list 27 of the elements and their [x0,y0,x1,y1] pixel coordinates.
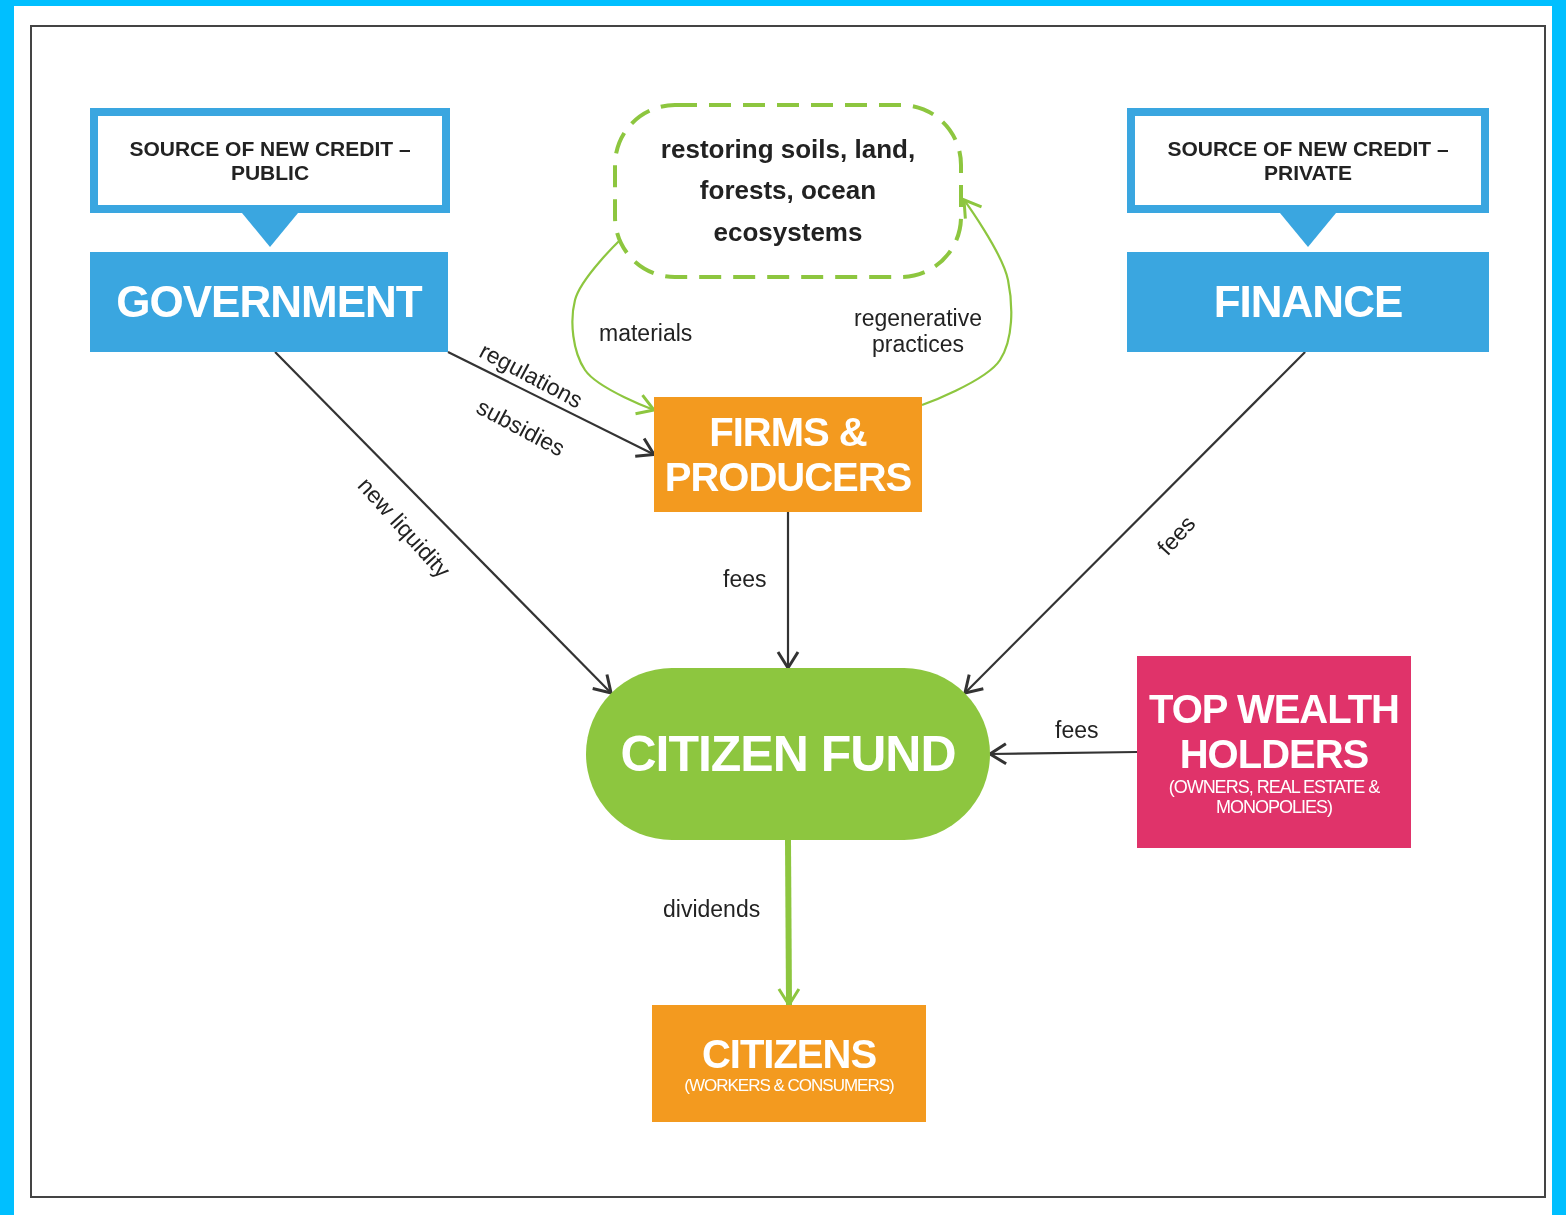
actor-box [1137,656,1411,848]
node-subtitle: (OWNERS, REAL ESTATE & MONOPOLIES) [1167,776,1381,817]
actor-box [652,1005,926,1122]
arrow [921,198,1013,407]
node-title: FIRMS & PRODUCERS [663,409,913,500]
node-title: CITIZEN FUND [619,726,957,782]
arrow [571,239,656,416]
node-title: SOURCE OF NEW CREDIT – PUBLIC [128,137,412,184]
node-title: restoring soils, land, forests, ocean ecosystems [659,132,917,249]
arrow [988,742,1137,766]
callout-box [90,108,450,213]
ecosystem-cloud [612,102,964,280]
node-subtitle: (WORKERS & CONSUMERS) [683,1076,895,1096]
actor-box [90,252,448,352]
node-title: TOP WEALTH HOLDERS [1148,687,1400,777]
arrow [274,351,613,695]
callout-box [1127,108,1489,213]
node-title: SOURCE OF NEW CREDIT – PRIVATE [1166,137,1450,184]
arrow [963,351,1306,695]
actor-box [1127,252,1489,352]
arrow [447,351,656,458]
node-title: FINANCE [1212,277,1404,327]
arrow [776,512,800,670]
node-title: GOVERNMENT [115,277,424,327]
arrow [777,839,801,1007]
actor-box [654,397,922,512]
node-title: CITIZENS [700,1031,878,1077]
